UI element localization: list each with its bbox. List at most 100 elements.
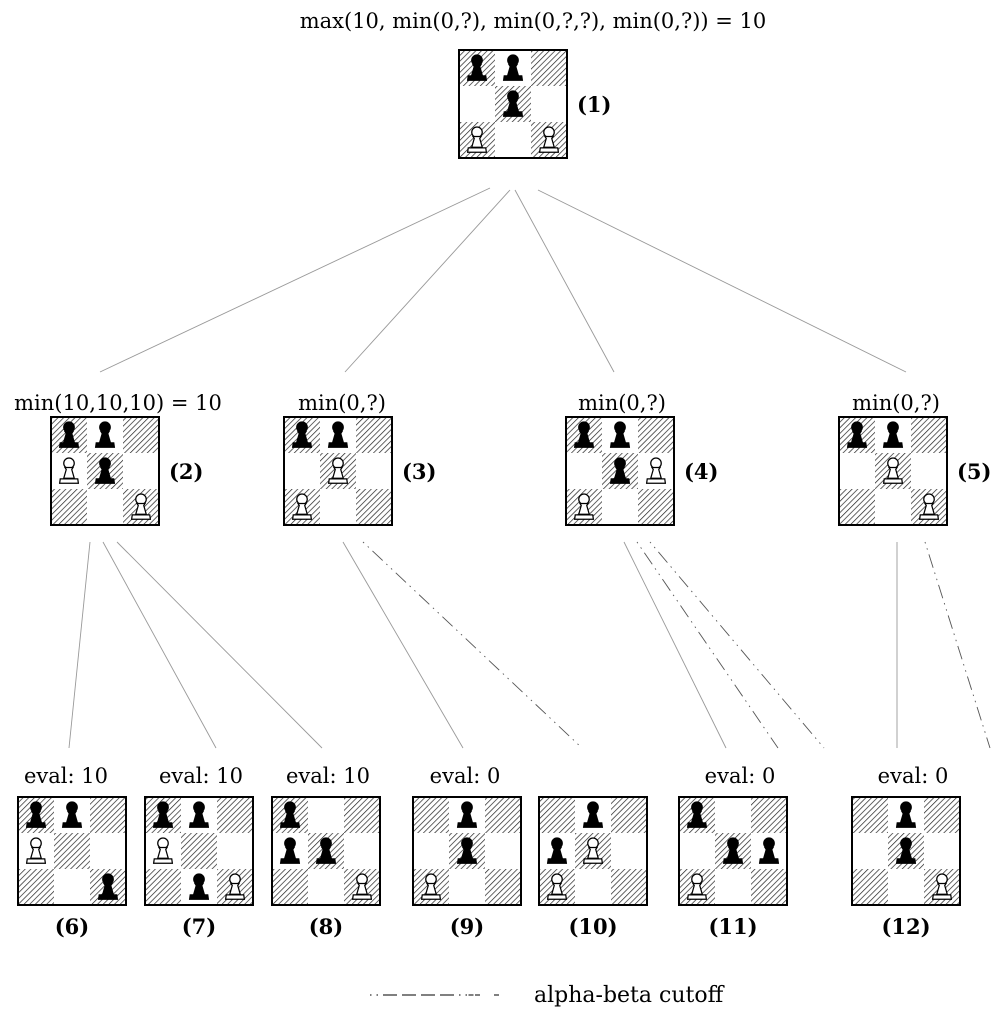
light-square [308,797,344,833]
node-number-label: (8) [309,914,343,939]
root-caption: max(10, min(0,?), min(0,?,?), min(0,?)) … [300,9,767,33]
dark-square [852,869,888,905]
light-square [715,869,751,905]
cutoff-edge-5-12 [924,541,991,749]
dark-square [123,417,159,453]
dark-square [485,869,521,905]
tree-node-7: eval: 10 (7) [144,764,254,939]
node-number-label: (10) [568,914,617,939]
dark-square [344,797,380,833]
board-frame [271,796,381,906]
dark-square [217,797,253,833]
light-square [715,797,751,833]
light-square [320,489,356,525]
board-frame [412,796,522,906]
node-caption: min(0,?) [578,391,666,415]
tree-edge-2-7 [102,541,217,749]
tree-node-4: min(0,?) (4) [565,391,718,526]
light-square [54,869,90,905]
node-number-label: (3) [402,459,436,484]
chess-board [144,796,254,906]
tree-node-6: eval: 10 (6) [17,764,127,939]
chess-board [271,796,381,906]
tree-nodes: max(10, min(0,?), min(0,?,?), min(0,?)) … [14,9,991,939]
tree-node-5: min(0,?) (5) [838,391,991,526]
dark-square [611,869,647,905]
chess-board [283,416,393,526]
chess-board [678,796,788,906]
node-caption: eval: 0 [878,764,949,788]
light-square [217,833,253,869]
node-caption: min(0,?) [298,391,386,415]
cutoff-edge-4-11 [649,541,825,749]
tree-edge-4-11 [623,541,727,749]
cutoff-edge-3-10 [362,541,583,749]
node-number-label: (5) [957,459,991,484]
node-number-label: (9) [450,914,484,939]
node-caption: eval: 10 [24,764,108,788]
light-square [888,869,924,905]
dark-square [181,833,217,869]
tree-node-3: min(0,?) (3) [283,391,436,526]
board-frame [458,49,568,159]
node-number-label: (1) [577,92,611,117]
dark-square [839,489,875,525]
node-caption: eval: 0 [705,764,776,788]
board-frame [17,796,127,906]
tree-edge-1-4 [514,189,615,373]
light-square [602,489,638,525]
dark-square [356,417,392,453]
dark-square [90,797,126,833]
node-number-label: (6) [55,914,89,939]
node-caption: eval: 10 [286,764,370,788]
node-caption: eval: 0 [430,764,501,788]
light-square [575,869,611,905]
chess-board [17,796,127,906]
legend-label: alpha-beta cutoff [534,983,725,1008]
tree-node-9: eval: 0 (9) [412,764,522,939]
light-square [459,86,495,122]
tree-node-8: eval: 10 (8) [271,764,381,939]
light-square [531,86,567,122]
tree-node-10: (10) [538,796,648,939]
tree-edge-2-6 [68,541,91,749]
node-number-label: (7) [182,914,216,939]
dark-square [611,797,647,833]
light-square [284,453,320,489]
board-frame [538,796,648,906]
dark-square [539,797,575,833]
dark-square [531,50,567,86]
legend: alpha-beta cutoff [370,983,725,1008]
node-caption: min(0,?) [852,391,940,415]
board-frame [283,416,393,526]
chess-board [838,416,948,526]
node-number-label: (4) [684,459,718,484]
dark-square [356,489,392,525]
chess-board [565,416,675,526]
node-number-label: (12) [881,914,930,939]
dark-square [911,417,947,453]
board-frame [838,416,948,526]
light-square [344,833,380,869]
light-square [495,122,531,158]
dark-square [852,797,888,833]
tree-node-12: eval: 0 (12) [851,764,961,939]
chess-board [538,796,648,906]
dark-square [272,869,308,905]
tree-edge-2-8 [116,541,323,749]
tree-edge-1-5 [537,189,907,373]
light-square [90,833,126,869]
dark-square [145,869,181,905]
light-square [308,869,344,905]
dark-square [54,833,90,869]
dark-square [485,797,521,833]
light-square [839,453,875,489]
light-square [679,833,715,869]
dark-square [638,489,674,525]
board-frame [678,796,788,906]
board-frame [565,416,675,526]
chess-board [50,416,160,526]
node-caption: eval: 10 [159,764,243,788]
tree-edge-1-2 [99,187,491,373]
